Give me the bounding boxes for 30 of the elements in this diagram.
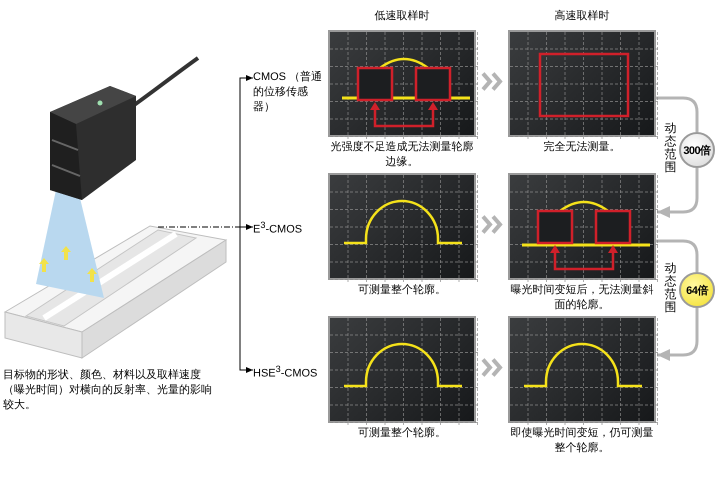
oscilloscope-screen bbox=[508, 316, 656, 423]
column-heading: 低速取样时 bbox=[374, 8, 430, 23]
oscilloscope-screen bbox=[328, 173, 476, 280]
oscilloscope-screen bbox=[328, 316, 476, 423]
sensor-type-label: HSE$^{3}$-CMOS bbox=[253, 362, 329, 382]
oscilloscope-screen bbox=[508, 173, 656, 280]
caption-text: 目标物的形状、颜色、材料以及取样速度（曝光时间）对横向的反射率、光量的影响较大。 bbox=[3, 367, 213, 412]
column-heading: 高速取样时 bbox=[554, 8, 610, 23]
chevron-arrow bbox=[481, 214, 503, 234]
magnification-badge: 64倍 bbox=[679, 272, 715, 308]
connector-line bbox=[656, 96, 698, 132]
connector-line bbox=[656, 240, 698, 272]
chevron-arrow bbox=[481, 358, 503, 378]
sensor-type-label: E$^{3}$-CMOS bbox=[253, 218, 329, 238]
screen-caption: 光强度不足造成无法测量轮廓边缘。 bbox=[330, 139, 474, 169]
vertical-label: 动态范围 bbox=[664, 262, 677, 314]
arrow bbox=[236, 226, 254, 373]
arrow bbox=[657, 168, 698, 218]
vertical-label: 动态范围 bbox=[664, 122, 677, 174]
arrow bbox=[657, 308, 698, 361]
sensor-type-label: CMOS （普通的位移传感器） bbox=[253, 70, 329, 115]
oscilloscope-screen bbox=[328, 30, 476, 137]
chevron-arrow bbox=[481, 72, 503, 92]
screen-caption: 可测量整个轮廓。 bbox=[357, 282, 447, 297]
magnification-badge: 300倍 bbox=[679, 132, 715, 168]
screen-caption: 可测量整个轮廓。 bbox=[357, 425, 447, 440]
oscilloscope-screen bbox=[508, 30, 656, 137]
screen-caption: 完全无法测量。 bbox=[542, 139, 622, 154]
screen-caption: 曝光时间变短后，无法测量斜面的轮廓。 bbox=[510, 282, 654, 312]
screen-caption: 即使曝光时间变短，仍可测量整个轮廓。 bbox=[510, 425, 654, 455]
